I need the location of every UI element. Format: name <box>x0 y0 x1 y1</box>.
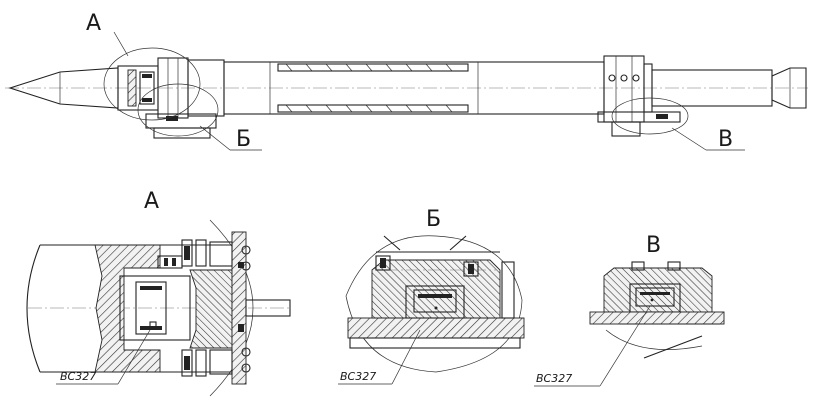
detail-b-part-label: ВС327 <box>340 370 376 383</box>
detail-c-part-label: ВС327 <box>536 372 572 385</box>
detail-a-view: А <box>26 189 291 397</box>
detail-b-view: Б ВС327 <box>338 207 525 385</box>
rail-teeth <box>285 63 453 113</box>
callout-b-label: Б <box>236 127 251 152</box>
detail-a-title: А <box>144 189 159 214</box>
detail-c-view: В ВС327 <box>534 233 725 387</box>
main-assembly-view: А Б В <box>5 11 808 152</box>
callout-a-label: А <box>86 11 101 36</box>
detail-b-title: Б <box>426 207 441 232</box>
detail-a-part-label: ВС327 <box>60 370 96 383</box>
callout-c-label: В <box>718 127 733 152</box>
detail-c-title: В <box>646 233 661 258</box>
